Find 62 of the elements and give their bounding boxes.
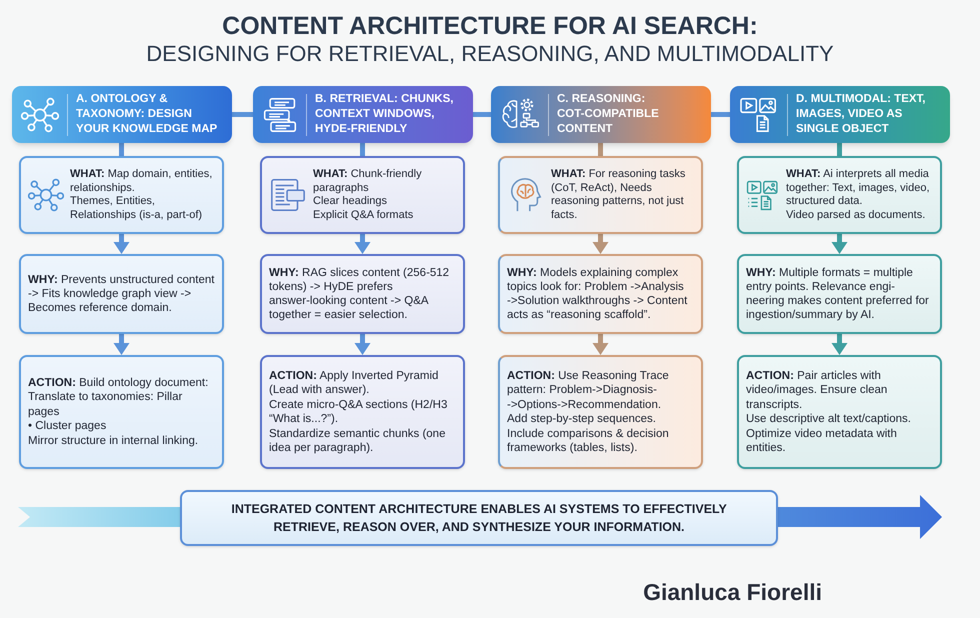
content-card xyxy=(498,355,703,469)
card-text: WHY: Models explaining complex topics look for: Problem ->Analysis ->Solution walkthroughs -> Content acts as “reasoning scaffold”. xyxy=(507,266,688,322)
connector-line xyxy=(711,112,730,117)
header-title: B. RETRIEVAL: CHUNKS, CONTEXT WINDOWS, HYDE-FRIENDLY xyxy=(315,92,454,137)
arrow xyxy=(592,334,608,355)
content-card xyxy=(19,254,224,334)
content-card xyxy=(260,254,465,334)
title: CONTENT ARCHITECTURE FOR AI SEARCH: xyxy=(222,11,758,41)
card-text: • Cluster pages xyxy=(28,419,106,434)
card-text: Mirror structure in internal linking. xyxy=(28,434,198,448)
card-text: WHY: Multiple formats = multiple entry points. Relevance engi- neering makes content preferred for ingestion/summary by AI. xyxy=(746,266,930,322)
connector-line xyxy=(598,143,603,156)
arrow xyxy=(114,334,130,355)
card-text: WHY: RAG slices content (256-512 tokens) -> HyDE prefers answer-looking content -> Q&A together = easier selection. xyxy=(269,266,450,322)
content-card xyxy=(737,355,942,469)
card-text: Video parsed as documents. xyxy=(786,208,926,222)
arrow xyxy=(114,234,130,254)
content-card xyxy=(260,355,465,469)
section-header xyxy=(730,86,950,143)
content-card xyxy=(19,355,224,469)
connector-line xyxy=(232,112,253,117)
card-text: WHY: Prevents unstructured content -> Fits knowledge graph view -> Becomes reference domain. xyxy=(28,273,215,315)
card-text: Clear headings xyxy=(313,195,388,208)
connector-line xyxy=(473,112,491,117)
arrow xyxy=(832,334,848,355)
card-text: ACTION: Use Reasoning Trace pattern: Problem->Diagnosis- ->Options->Recommendation. xyxy=(507,368,670,412)
card-text: Create micro-Q&A sections (H2/H3 “What is...?”). xyxy=(269,398,448,426)
card-text: Include comparisons & decision frameworks (tables, lists). xyxy=(507,426,670,456)
arrow xyxy=(354,334,370,355)
card-text: WHAT: For reasoning tasks (CoT, ReAct), Needs reasoning patterns, not just facts. xyxy=(551,168,686,222)
connector-line xyxy=(837,143,842,156)
card-text: Use descriptive alt text/captions. xyxy=(746,412,911,426)
card-text: ACTION: Pair articles with video/images. Ensure clean transcripts. xyxy=(746,368,888,412)
content-card xyxy=(498,156,703,234)
content-card xyxy=(737,254,942,334)
arrow xyxy=(832,234,848,254)
card-text: Standardize semantic chunks (one idea per paragraph). xyxy=(269,426,446,456)
card-text: WHAT: Ai interprets all media together: Text, images, video, structured data. xyxy=(786,168,931,208)
header-title: D. MULTIMODAL: TEXT, IMAGES, VIDEO AS SINGLE OBJECT xyxy=(796,92,926,137)
arrow xyxy=(354,234,370,254)
connector-line xyxy=(119,143,124,156)
banner-text: INTEGRATED CONTENT ARCHITECTURE ENABLES AI SYSTEMS TO EFFECTIVELY RETRIEVE, REASON OVER, AND SYNTHESIZE YOUR INFORMATION. xyxy=(230,501,728,536)
section-header xyxy=(491,86,711,143)
card-text: Explicit Q&A formats xyxy=(313,208,414,222)
header-title: C. REASONING: COT-COMPATIBLE CONTENT xyxy=(557,92,660,137)
connector-line xyxy=(360,143,365,156)
card-text: WHAT: Map domain, entities, relationships. xyxy=(70,168,214,195)
card-text: Optimize video metadata with entities. xyxy=(746,426,898,456)
author-name: Gianluca Fiorelli xyxy=(643,578,822,606)
card-text: Add step-by-step sequences. xyxy=(507,412,656,426)
section-header xyxy=(253,86,473,143)
card-text: Themes, Entities, Relationships (is-a, part-of) xyxy=(70,195,204,222)
content-card xyxy=(19,156,224,234)
summary-banner xyxy=(180,490,778,546)
arrow xyxy=(592,234,608,254)
content-card xyxy=(498,254,703,334)
header-title: A. ONTOLOGY & TAXONOMY: DESIGN YOUR KNOWLEDGE MAP xyxy=(76,92,218,137)
content-card xyxy=(260,156,465,234)
subtitle: DESIGNING FOR RETRIEVAL, REASONING, AND MULTIMODALITY xyxy=(146,40,834,67)
card-text: ACTION: Apply Inverted Pyramid (Lead with answer). xyxy=(269,368,440,398)
content-card xyxy=(737,156,942,234)
section-header xyxy=(12,86,232,143)
